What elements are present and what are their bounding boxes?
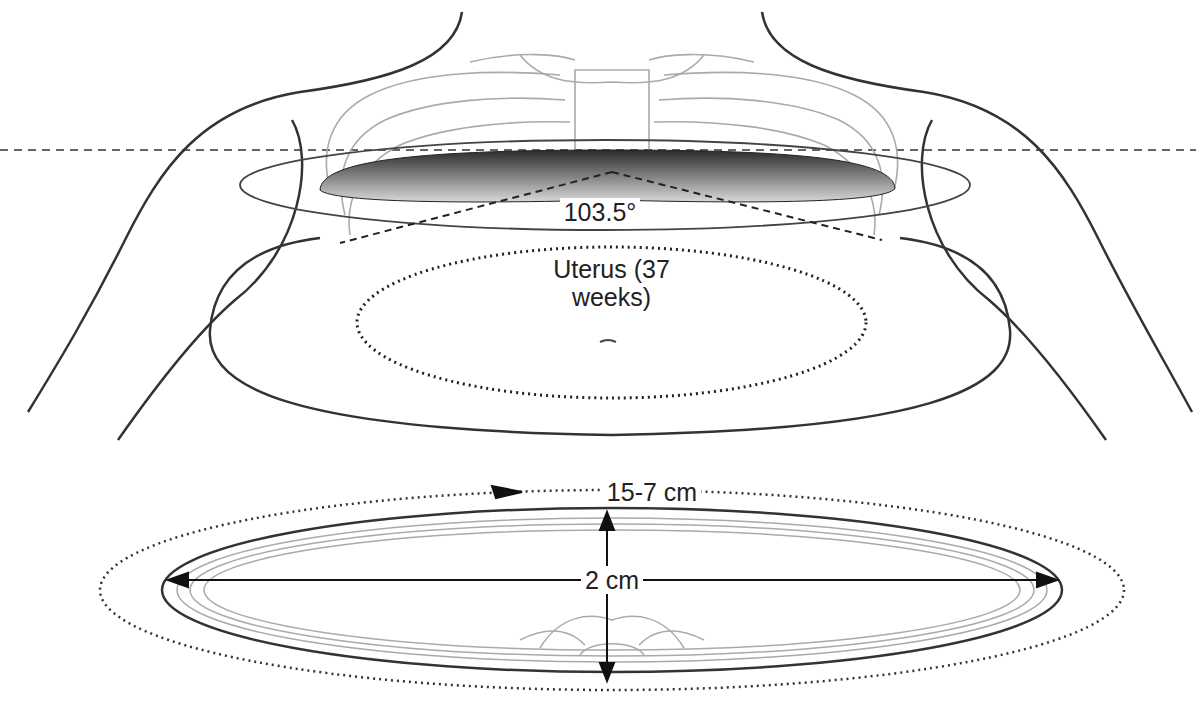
uterus-outline: Uterus (37 weeks) <box>355 245 868 400</box>
dimension-label: 15-7 cm <box>603 478 701 506</box>
dimension-label: 2 cm <box>581 566 643 594</box>
angle-label: 103.5° <box>560 198 641 226</box>
organ-label: Uterus (37 weeks) <box>527 255 697 311</box>
